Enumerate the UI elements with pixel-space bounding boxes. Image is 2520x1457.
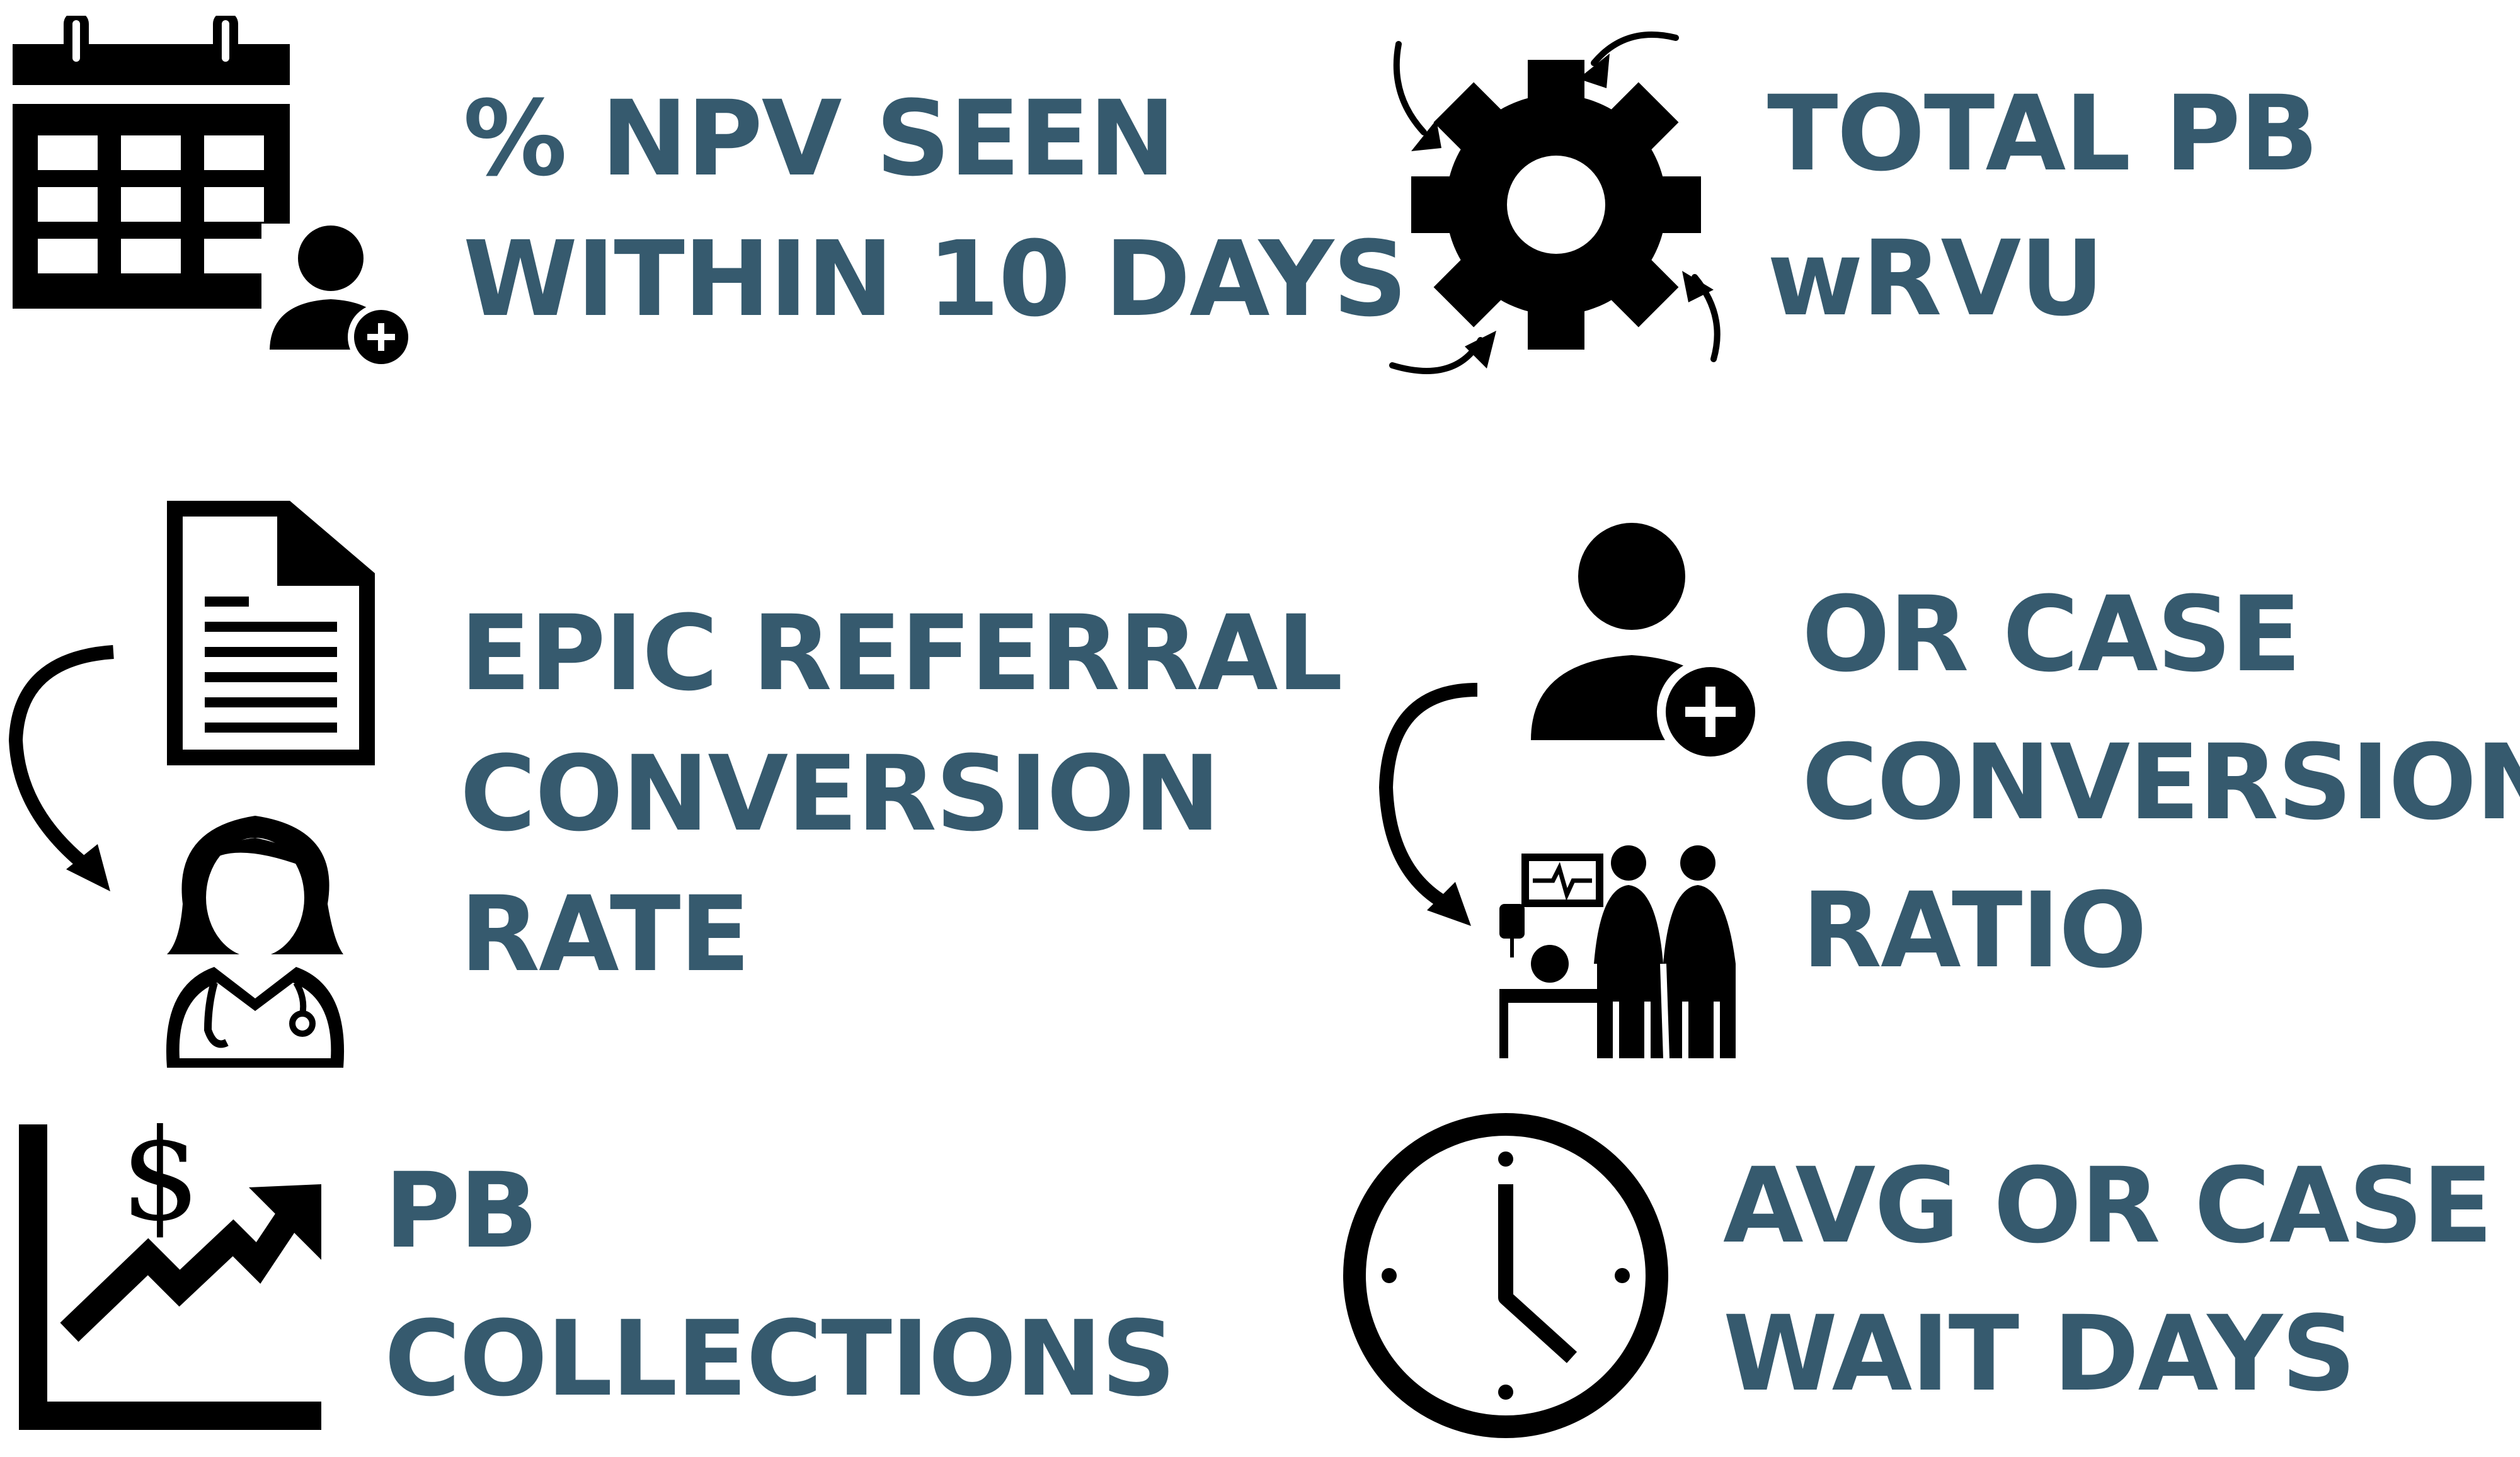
growth-chart-dollar-icon: $	[19, 1115, 328, 1430]
gear-cycle-icon	[1386, 25, 1739, 378]
metric-label-line: WAIT DAYS	[1723, 1293, 2356, 1414]
svg-text:$: $	[120, 1115, 200, 1249]
metric-label-line: AVG OR CASE	[1723, 1145, 2493, 1266]
metric-label-orcase: OR CASE CONVERSION RATIO	[1802, 583, 2520, 983]
metric-label-npv: % NPV SEEN WITHIN 10 DAYS	[463, 78, 1407, 340]
metric-label-wait: AVG OR CASE WAIT DAYS	[1723, 1145, 2493, 1414]
metric-label-pbcoll: PB COLLECTIONS	[384, 1150, 1176, 1419]
metric-label-line: CONVERSION	[1802, 722, 2520, 843]
document-to-doctor-icon	[6, 501, 384, 1068]
metric-label-referral: EPIC REFERRAL CONVERSION RATE	[460, 593, 1343, 995]
calendar-add-user-icon	[13, 16, 416, 369]
metric-label-line: CONVERSION	[460, 733, 1220, 854]
metric-label-line: TOTAL PB	[1767, 73, 2319, 194]
metric-label-line: WITHIN 10 DAYS	[463, 219, 1407, 340]
metric-label-line: COLLECTIONS	[384, 1298, 1176, 1419]
metric-label-line: RATE	[460, 874, 750, 995]
clock-icon	[1339, 1109, 1673, 1443]
metric-label-line: PB	[384, 1150, 539, 1271]
metric-label-line: OR CASE	[1802, 574, 2301, 695]
metric-label-line: wRVU	[1767, 218, 2104, 339]
metric-label-wrvu: TOTAL PB wRVU	[1767, 73, 2319, 339]
patient-to-surgery-icon	[1377, 523, 1792, 1058]
metric-label-line: RATIO	[1802, 870, 2147, 991]
metric-label-line: EPIC REFERRAL	[460, 593, 1343, 714]
metric-label-line: % NPV SEEN	[463, 78, 1176, 199]
